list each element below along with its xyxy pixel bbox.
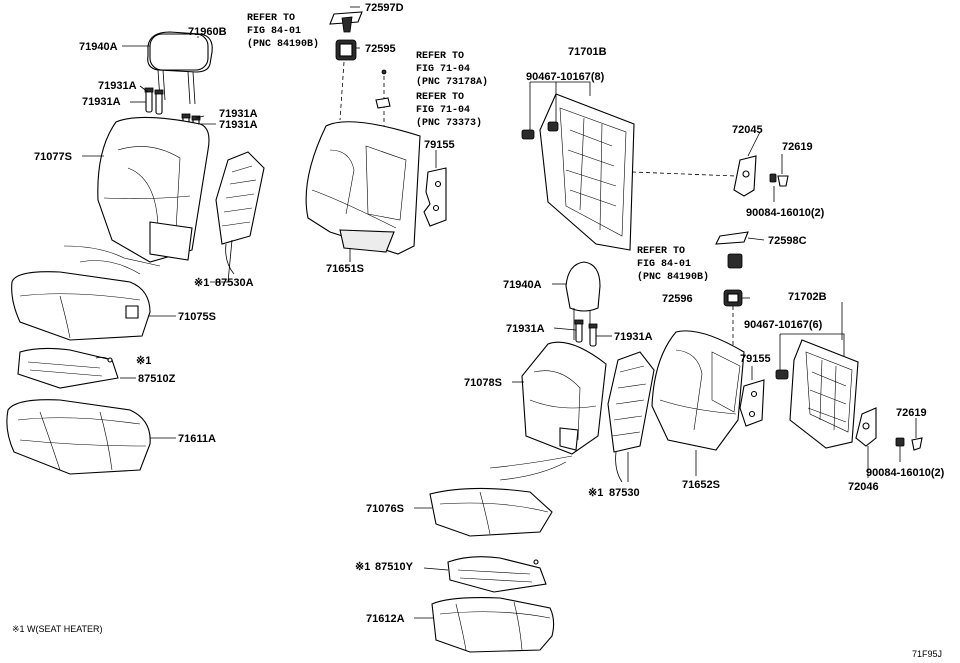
label-71931a-1: 71931A — [98, 80, 137, 92]
seatback-pad-71652s — [651, 330, 745, 451]
bolt-90467-10167-6 — [775, 369, 789, 380]
svg-text:FIG 84-01: FIG 84-01 — [637, 259, 691, 270]
label-71075s: 71075S — [178, 311, 216, 323]
bolt-90467-10167-8 — [521, 121, 559, 140]
label-87510z: 87510Z — [138, 373, 176, 385]
clip-72598c — [715, 231, 749, 269]
heater-pad-87530 — [607, 351, 655, 483]
label-71612a: 71612A — [366, 613, 405, 625]
mark-87510z: ※1 — [136, 355, 151, 367]
nut-72619-mid — [895, 418, 923, 462]
seatback-frame-71702b — [789, 339, 859, 449]
bracket-72595 — [335, 39, 357, 61]
bracket-72596 — [723, 289, 743, 307]
svg-text:FIG 71-04: FIG 71-04 — [416, 64, 470, 75]
label-71078s: 71078S — [464, 377, 502, 389]
svg-text:(PNC 73178A): (PNC 73178A) — [416, 76, 488, 88]
cushion-cover-71076s — [429, 487, 553, 537]
leader-lines — [82, 6, 843, 619]
label-72045: 72045 — [732, 124, 763, 136]
seatback-cover-71078s — [489, 341, 607, 481]
label-72595: 72595 — [365, 43, 396, 55]
label-72046: 72046 — [848, 481, 879, 493]
label-90084-16010-2-mid: 90084-16010(2) — [866, 467, 945, 479]
seatback-frame-71701b — [539, 93, 635, 251]
label-87530: 87530 — [609, 487, 640, 499]
mark-87530: ※1 — [588, 487, 603, 499]
label-71931a-3: 71931A — [219, 108, 258, 120]
mark-87510y: ※1 — [355, 561, 370, 573]
label-71652s: 71652S — [682, 479, 720, 491]
label-90467-10167-8: 90467-10167(8) — [526, 71, 605, 83]
svg-text:FIG 84-01: FIG 84-01 — [247, 26, 301, 37]
label-72596: 72596 — [662, 293, 693, 305]
cushion-pad-71612a — [431, 597, 555, 653]
label-79155-top: 79155 — [424, 139, 455, 151]
label-87530a: 87530A — [215, 277, 254, 289]
svg-text:REFER TO: REFER TO — [416, 92, 464, 103]
bushing-71931a-mid — [574, 319, 598, 347]
svg-text:FIG 71-04: FIG 71-04 — [416, 105, 470, 116]
label-72619-top: 72619 — [782, 141, 813, 153]
refer-note-3: REFER TO FIG 71-04 (PNC 73373) — [416, 92, 482, 129]
seatback-cover-71077s — [63, 116, 210, 275]
figure-code: 71F95J — [912, 649, 942, 659]
ref-clip-small — [375, 69, 391, 109]
svg-text:(PNC 84190B): (PNC 84190B) — [247, 38, 319, 50]
label-71701b: 71701B — [568, 46, 607, 58]
hinge-72045 — [733, 155, 757, 197]
label-72597d: 72597D — [365, 2, 404, 14]
cushion-cover-71075s — [11, 271, 151, 341]
svg-text:REFER TO: REFER TO — [637, 246, 685, 257]
heater-87510z — [17, 347, 119, 389]
seatback-pad-71651s — [305, 121, 421, 255]
mark-87530a: ※1 — [194, 277, 209, 289]
cushion-pad-71611a — [6, 399, 151, 475]
svg-text:(PNC 84190B): (PNC 84190B) — [637, 271, 709, 283]
label-71940a-top: 71940A — [79, 41, 118, 53]
label-90084-16010-2-top: 90084-16010(2) — [746, 207, 825, 219]
label-71077s: 71077S — [34, 151, 72, 163]
svg-text:REFER TO: REFER TO — [416, 51, 464, 62]
footnote-seat-heater: ※1 W(SEAT HEATER) — [12, 624, 103, 634]
refer-note-1: REFER TO FIG 84-01 (PNC 84190B) — [247, 13, 319, 50]
svg-text:(PNC 73373): (PNC 73373) — [416, 117, 482, 129]
label-71931a-2: 71931A — [82, 96, 121, 108]
label-71931a-5: 71931A — [506, 323, 545, 335]
label-71931a-6: 71931A — [614, 331, 653, 343]
heater-pad-87530a — [215, 151, 265, 275]
label-71931a-4: 71931A — [219, 119, 258, 131]
nut-72619-top — [769, 166, 789, 202]
label-71651s: 71651S — [326, 263, 364, 275]
label-87510y: 87510Y — [375, 561, 414, 573]
label-79155-mid: 79155 — [740, 353, 771, 365]
label-71076s: 71076S — [366, 503, 404, 515]
label-71611a: 71611A — [178, 433, 216, 445]
heater-87510y — [447, 556, 547, 593]
bracket-79155-top — [423, 167, 447, 227]
label-71940a-mid: 71940A — [503, 279, 542, 291]
svg-text:REFER TO: REFER TO — [247, 13, 295, 24]
bracket-79155-mid — [739, 379, 765, 427]
refer-note-2: REFER TO FIG 71-04 (PNC 73178A) — [416, 51, 488, 88]
label-71702b: 71702B — [788, 291, 827, 303]
headrest-71960b — [147, 31, 213, 105]
clip-72597d — [329, 11, 363, 33]
label-90467-10167-6: 90467-10167(6) — [744, 319, 823, 331]
hinge-72046 — [855, 407, 877, 447]
label-72619-mid: 72619 — [896, 407, 927, 419]
label-71960b: 71960B — [188, 26, 227, 38]
refer-note-4: REFER TO FIG 84-01 (PNC 84190B) — [637, 246, 709, 283]
label-72598c: 72598C — [768, 235, 807, 247]
